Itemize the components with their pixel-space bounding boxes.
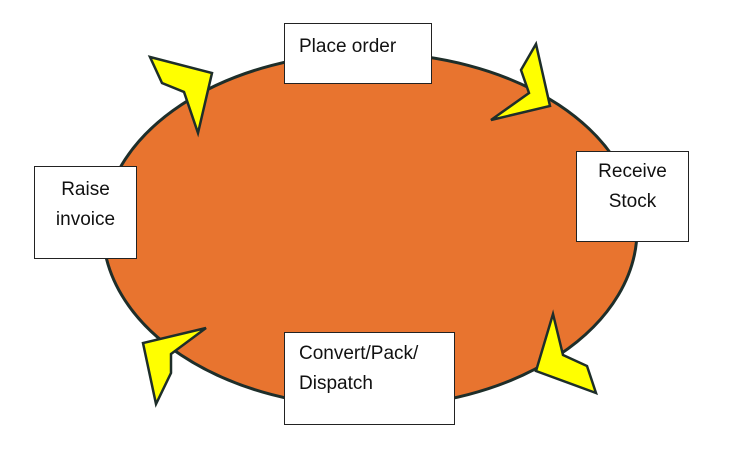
step-label: Place order (299, 36, 397, 57)
step-place-order: Place order (284, 23, 432, 84)
arrow-top-left-icon (147, 55, 214, 138)
step-label: Raise (61, 179, 110, 200)
step-receive-stock: Receive Stock (576, 151, 689, 242)
step-label: Convert/Pack/ (299, 343, 419, 364)
arrow-bottom-right-icon (534, 309, 599, 396)
step-convert-pack-dispatch: Convert/Pack/ Dispatch (284, 332, 455, 425)
step-label: Receive (598, 161, 667, 182)
step-label: Stock (608, 191, 657, 212)
step-label: invoice (55, 209, 116, 230)
step-label: Dispatch (299, 373, 373, 394)
arrow-bottom-left-icon (141, 326, 207, 408)
arrow-top-right-icon (490, 40, 552, 122)
step-raise-invoice: Raise invoice (34, 166, 137, 259)
